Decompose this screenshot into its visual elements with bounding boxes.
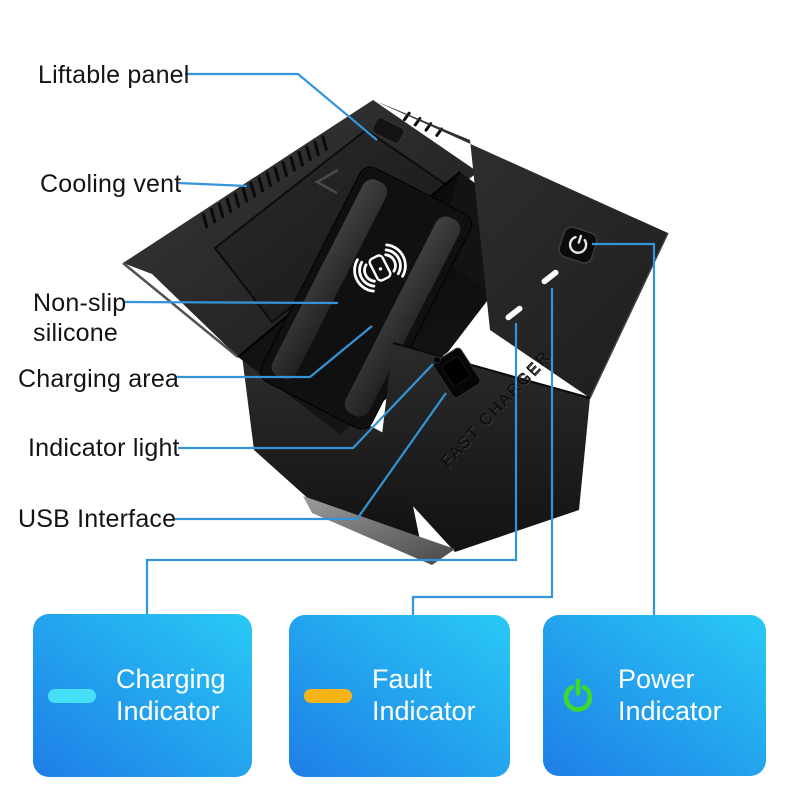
cooling-vent-slats: [201, 135, 328, 229]
wireless-charger-product: FAST CHARGER FAST CHARGER: [122, 100, 669, 565]
callout-line-liftable-panel: [185, 72, 378, 141]
callout-label-cooling-vent: Cooling vent: [40, 170, 182, 198]
led-dash-fault: [541, 269, 559, 285]
usb-port: [433, 347, 481, 399]
card-fault-indicator: Fault Indicator: [289, 615, 510, 777]
callout-line-charging-area: [175, 325, 373, 379]
product-base: [242, 356, 424, 560]
led-dash-charging: [505, 305, 523, 321]
card-power-indicator: Power Indicator: [543, 615, 766, 776]
card-title-line2: Indicator: [618, 695, 722, 726]
front-panel-seam: [392, 342, 591, 399]
callout-label-usb-interface: USB Interface: [18, 505, 177, 533]
chevron-left-icon: [314, 168, 339, 195]
card-title-line1: Fault: [372, 664, 433, 695]
connector-line-power-indicator: [592, 242, 656, 615]
callout-label-indicator-light: Indicator light: [28, 434, 180, 462]
power-symbol-icon: [558, 676, 598, 716]
non-slip-pad: [259, 166, 473, 430]
callout-label-non-slip-silicone: Non-slip silicone: [33, 289, 127, 347]
wireless-charging-icon: [353, 243, 407, 293]
connector-line-fault-indicator: [411, 288, 554, 615]
callout-label-charging-area: Charging area: [18, 365, 180, 393]
latch-tab: [371, 116, 405, 145]
card-title-line2: Indicator: [372, 696, 476, 726]
connector-line-charging-indicator: [145, 323, 518, 614]
power-icon: [568, 234, 588, 254]
silicone-strip-right: [344, 216, 461, 417]
base-rim: [303, 496, 455, 565]
fault-led-bar-icon: [304, 688, 352, 704]
card-title-line1: Charging: [116, 663, 226, 694]
lid-edge-highlight: [122, 262, 239, 358]
top-deck: [373, 100, 668, 398]
callout-line-indicator-light: [178, 363, 434, 450]
card-title-line1: Power: [618, 663, 695, 694]
callout-line-usb-interface: [175, 392, 447, 521]
silicone-strip-left: [271, 179, 388, 380]
front-panel: [378, 343, 590, 552]
power-button: [558, 226, 598, 264]
card-title-line2: Indicator: [116, 695, 220, 726]
charging-led-bar-icon: [48, 688, 96, 704]
card-charging-indicator: Charging Indicator: [33, 614, 252, 777]
callout-line-non-slip-silicone: [124, 300, 339, 305]
callout-line-cooling-vent: [177, 181, 248, 188]
callout-label-liftable-panel: Liftable panel: [38, 61, 190, 89]
indicator-light-dot: [433, 356, 441, 364]
